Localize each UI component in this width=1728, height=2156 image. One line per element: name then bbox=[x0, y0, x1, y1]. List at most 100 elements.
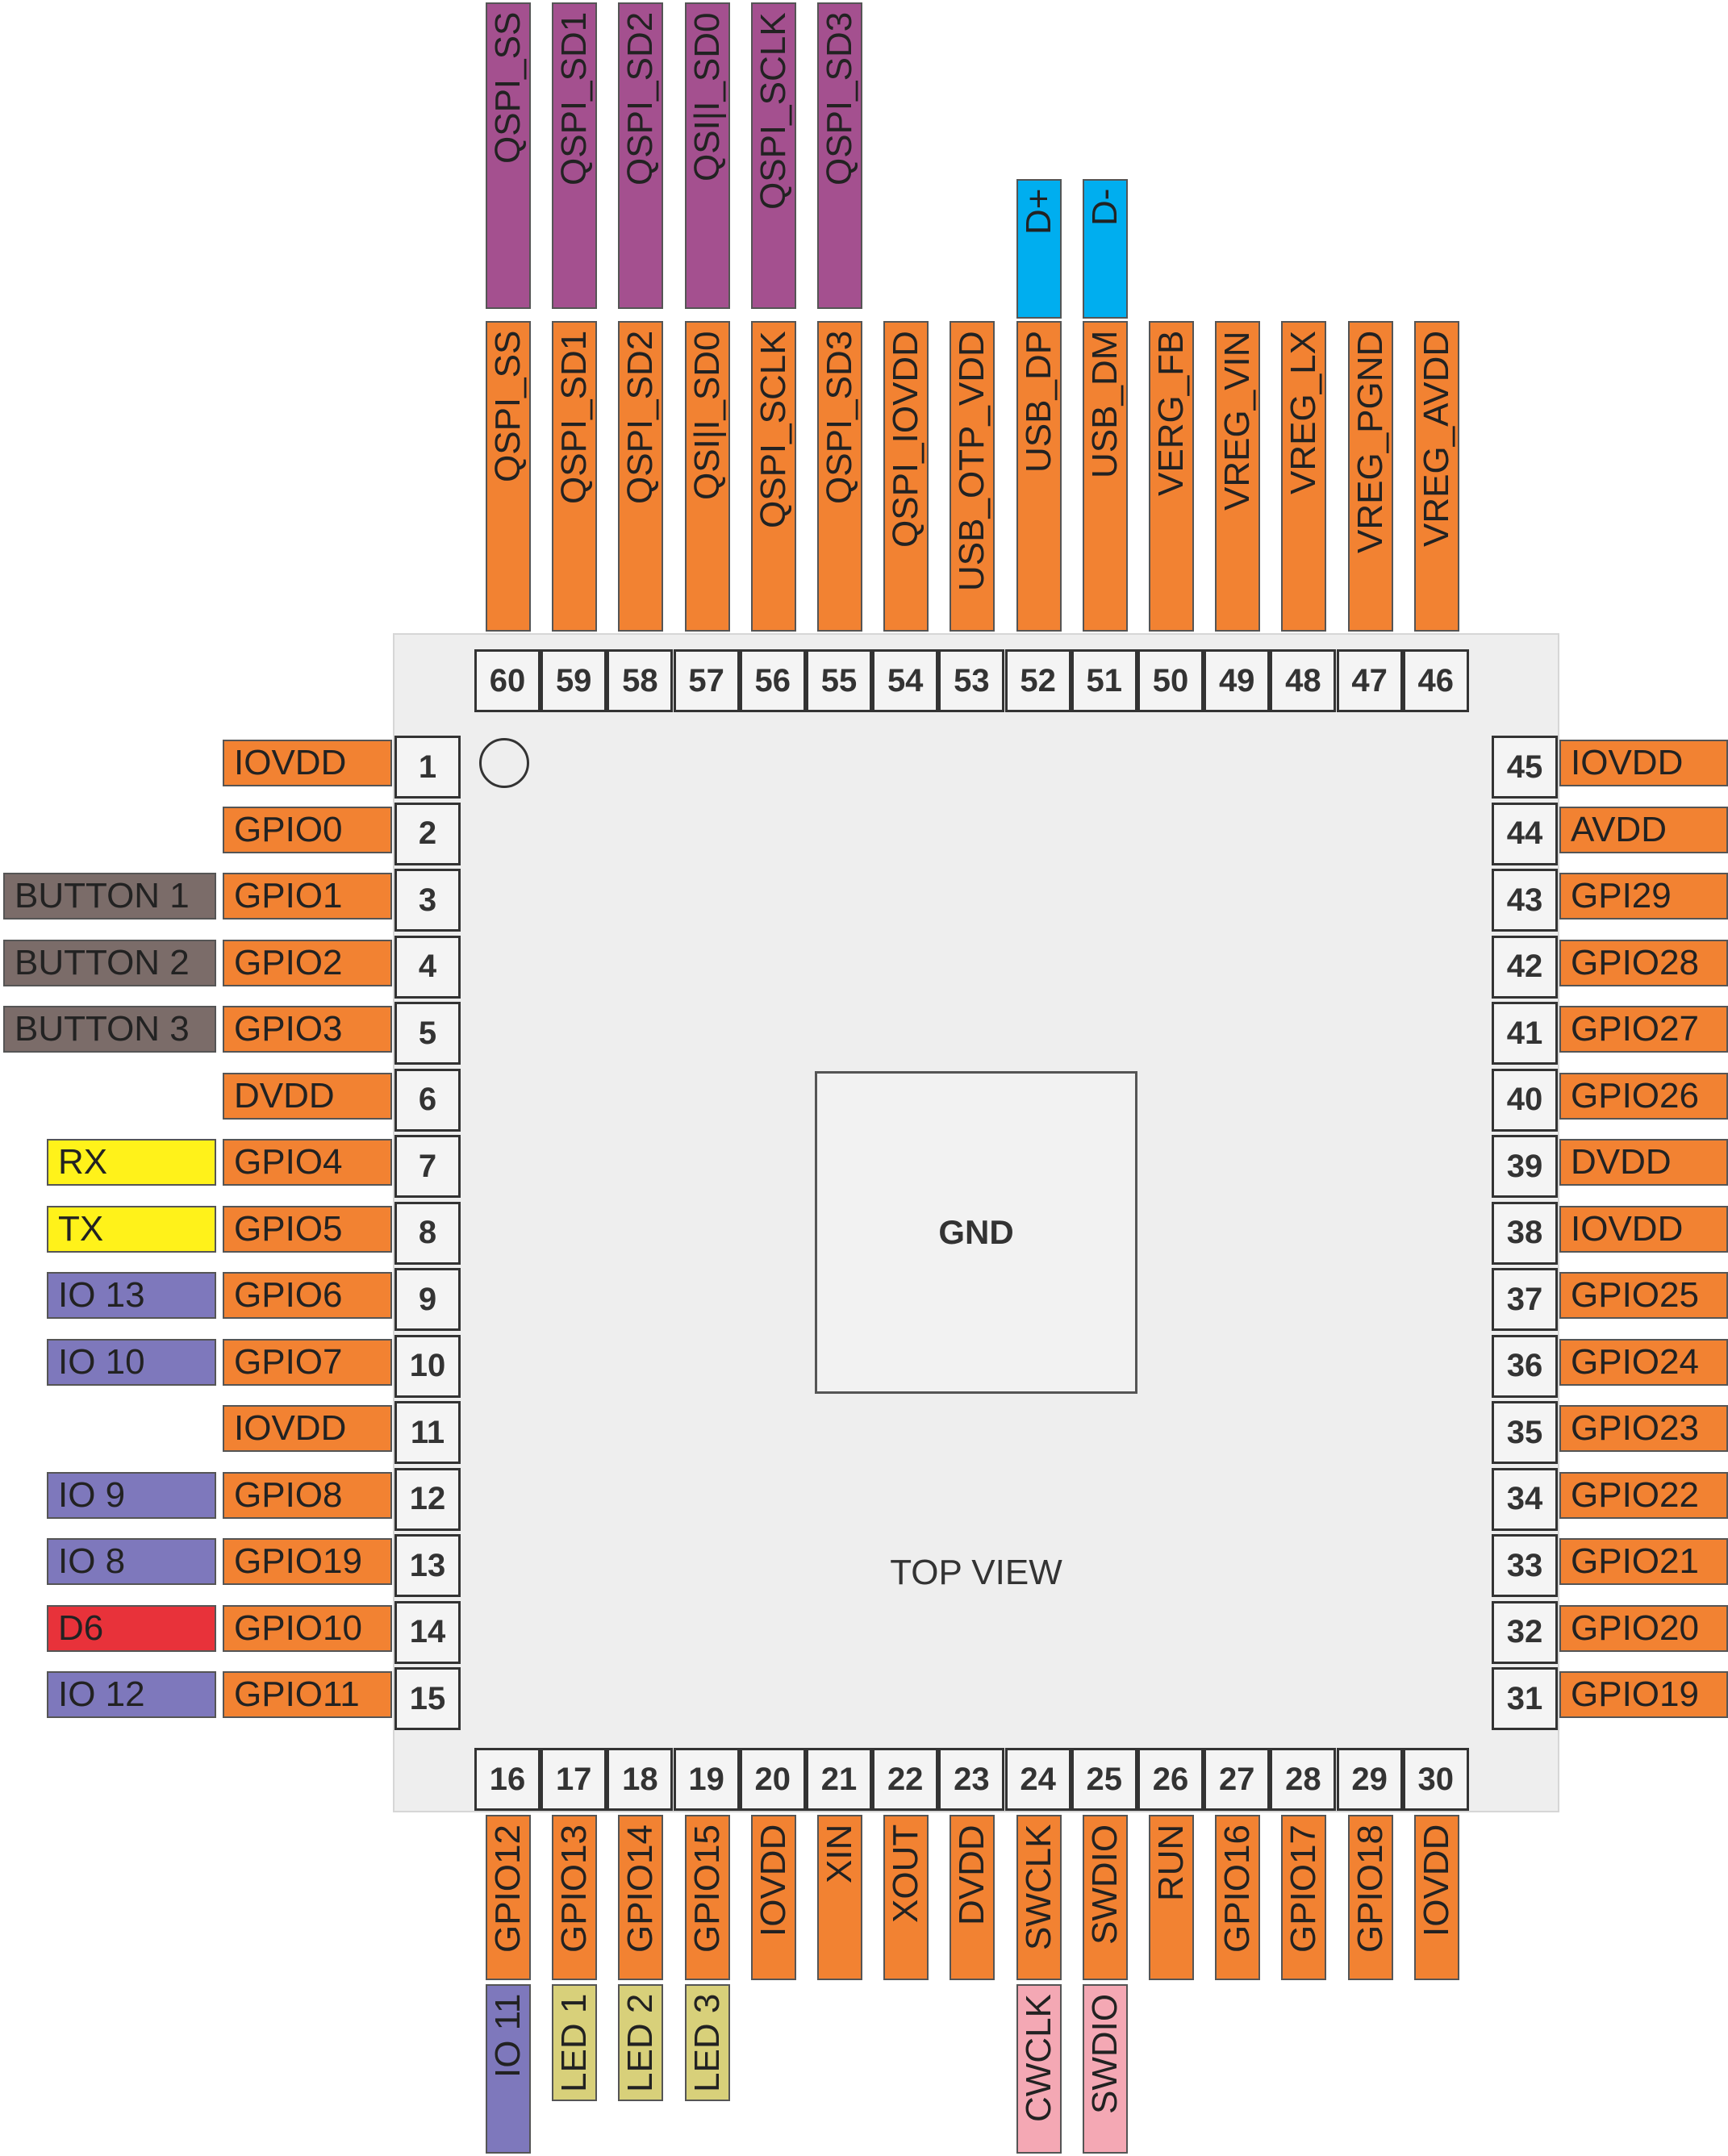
pin-number: 46 bbox=[1402, 649, 1469, 712]
pin-number: 12 bbox=[394, 1467, 461, 1531]
pin-label: IOVDD bbox=[1559, 1205, 1728, 1253]
pin-label: GPIO19 bbox=[1559, 1671, 1728, 1718]
pin-number: 50 bbox=[1137, 649, 1204, 712]
pin-number: 19 bbox=[673, 1748, 740, 1811]
pin-number: 40 bbox=[1492, 1068, 1558, 1132]
pin-label: USB_OTP_VDD bbox=[950, 321, 995, 632]
pin-number: 30 bbox=[1402, 1748, 1469, 1811]
pin-number: 45 bbox=[1492, 736, 1558, 799]
function-label: D+ bbox=[1016, 179, 1062, 319]
pin-label: DVDD bbox=[950, 1815, 995, 1980]
pin-number: 51 bbox=[1071, 649, 1137, 712]
pin-number: 18 bbox=[607, 1748, 674, 1811]
pin-label: VERG_FB bbox=[1149, 321, 1194, 632]
pin-number: 9 bbox=[394, 1268, 461, 1331]
pin-number: 47 bbox=[1336, 649, 1403, 712]
view-label: TOP VIEW bbox=[890, 1553, 1062, 1592]
pin-number: 32 bbox=[1492, 1600, 1558, 1664]
pin1-marker bbox=[479, 738, 529, 788]
pin-label: GPIO3 bbox=[223, 1006, 392, 1053]
pin-label: GPI29 bbox=[1559, 873, 1728, 920]
pin-number: 25 bbox=[1071, 1748, 1137, 1811]
pin-label: GPIO17 bbox=[1281, 1815, 1327, 1980]
pin-number: 22 bbox=[872, 1748, 939, 1811]
pin-label: GPIO0 bbox=[223, 806, 392, 853]
function-label: IO 9 bbox=[47, 1471, 216, 1519]
function-label: QSPI_SCLK bbox=[750, 2, 796, 309]
pin-label: GPIO22 bbox=[1559, 1471, 1728, 1519]
pin-label: GPIO1 bbox=[223, 873, 392, 920]
pin-label: IOVDD bbox=[1559, 740, 1728, 786]
pin-label: SWCLK bbox=[1016, 1815, 1062, 1980]
pin-label: IOVDD bbox=[223, 1405, 392, 1452]
pin-number: 48 bbox=[1270, 649, 1337, 712]
pin-number: 56 bbox=[739, 649, 806, 712]
pin-number: 58 bbox=[607, 649, 674, 712]
pin-number: 1 bbox=[394, 736, 461, 799]
pin-number: 10 bbox=[394, 1334, 461, 1398]
pin-number: 55 bbox=[806, 649, 872, 712]
pin-number: 39 bbox=[1492, 1135, 1558, 1198]
pin-number: 11 bbox=[394, 1401, 461, 1464]
pin-label: GPIO11 bbox=[223, 1671, 392, 1718]
pin-label: VREG_VIN bbox=[1215, 321, 1261, 632]
pin-number: 44 bbox=[1492, 802, 1558, 865]
pin-number: 43 bbox=[1492, 869, 1558, 932]
pin-number: 7 bbox=[394, 1135, 461, 1198]
function-label: IO 10 bbox=[47, 1338, 216, 1386]
pin-number: 34 bbox=[1492, 1467, 1558, 1531]
pin-number: 53 bbox=[938, 649, 1005, 712]
ground-pad-label: GND bbox=[938, 1213, 1014, 1251]
pin-label: GPIO24 bbox=[1559, 1338, 1728, 1386]
pin-number: 27 bbox=[1204, 1748, 1271, 1811]
pin-label: QSI|I_SD0 bbox=[684, 321, 730, 632]
pin-number: 17 bbox=[541, 1748, 607, 1811]
pin-label: QSPI_IOVDD bbox=[883, 321, 929, 632]
function-label: SWDIO bbox=[1082, 1984, 1128, 2154]
pin-number: 3 bbox=[394, 869, 461, 932]
pin-label: GPIO14 bbox=[618, 1815, 664, 1980]
pin-number: 49 bbox=[1204, 649, 1271, 712]
pin-label: GPIO15 bbox=[684, 1815, 730, 1980]
pin-label: USB_DM bbox=[1082, 321, 1128, 632]
pin-label: GPIO16 bbox=[1215, 1815, 1261, 1980]
pin-label: GPIO10 bbox=[223, 1604, 392, 1652]
pin-label: GPIO13 bbox=[552, 1815, 598, 1980]
function-label: QSPI_SD1 bbox=[552, 2, 598, 309]
pin-label: IOVDD bbox=[750, 1815, 796, 1980]
pin-number: 26 bbox=[1137, 1748, 1204, 1811]
pin-label: AVDD bbox=[1559, 806, 1728, 853]
pin-label: QSPI_SCLK bbox=[750, 321, 796, 632]
pin-label: GPIO25 bbox=[1559, 1272, 1728, 1319]
pin-number: 13 bbox=[394, 1534, 461, 1597]
pin-label: VREG_PGND bbox=[1347, 321, 1393, 632]
pin-label: VREG_AVDD bbox=[1413, 321, 1459, 632]
pin-number: 29 bbox=[1336, 1748, 1403, 1811]
function-label: QSPI_SD3 bbox=[817, 2, 862, 309]
pin-label: XOUT bbox=[883, 1815, 929, 1980]
function-label: IO 13 bbox=[47, 1272, 216, 1319]
function-label: TX bbox=[47, 1205, 216, 1253]
pin-number: 2 bbox=[394, 802, 461, 865]
function-label: IO 11 bbox=[486, 1984, 531, 2154]
pin-label: QSPI_SD3 bbox=[817, 321, 862, 632]
pin-label: GPIO8 bbox=[223, 1471, 392, 1519]
pin-label: GPIO28 bbox=[1559, 939, 1728, 986]
pin-label: VREG_LX bbox=[1281, 321, 1327, 632]
pin-number: 60 bbox=[474, 649, 541, 712]
function-label: BUTTON 2 bbox=[3, 939, 216, 986]
function-label: QSPI_SD2 bbox=[618, 2, 664, 309]
pin-number: 54 bbox=[872, 649, 939, 712]
pin-label: XIN bbox=[817, 1815, 862, 1980]
pin-number: 35 bbox=[1492, 1401, 1558, 1464]
function-label: LED 3 bbox=[684, 1984, 730, 2101]
pin-label: QSPI_SD1 bbox=[552, 321, 598, 632]
pin-number: 36 bbox=[1492, 1334, 1558, 1398]
pin-number: 28 bbox=[1270, 1748, 1337, 1811]
pin-label: USB_DP bbox=[1016, 321, 1062, 632]
pin-number: 33 bbox=[1492, 1534, 1558, 1597]
pin-label: DVDD bbox=[1559, 1139, 1728, 1186]
pin-label: DVDD bbox=[223, 1072, 392, 1120]
pin-label: GPIO18 bbox=[1347, 1815, 1393, 1980]
